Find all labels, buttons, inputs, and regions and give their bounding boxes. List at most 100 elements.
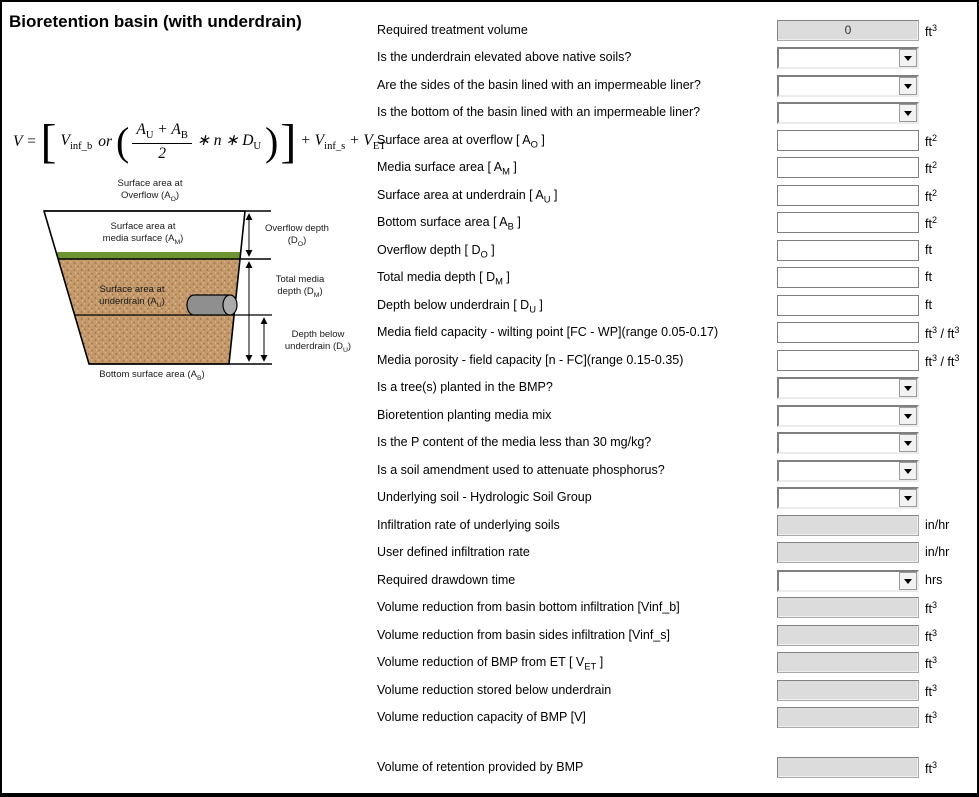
unit-label: ft2 (925, 188, 937, 205)
input-media-porosity[interactable] (777, 350, 919, 371)
readonly-field-vol-reduction-sides-infiltration (777, 625, 919, 646)
readonly-field-vol-retention-provided (777, 757, 919, 778)
chevron-down-icon[interactable] (899, 462, 917, 480)
soil-media-region (58, 259, 240, 364)
input-media-surface-area[interactable] (777, 157, 919, 178)
form-row: Are the sides of the basin lined with an… (2, 75, 977, 99)
field-label-total-media-depth: Total media depth [ DM ] (377, 270, 510, 287)
page-title: Bioretention basin (with underdrain) (9, 12, 302, 31)
formula-fraction-denominator: 2 (158, 144, 166, 162)
dropdown-planting-media-mix[interactable] (777, 405, 919, 427)
unit-label: ft3 (925, 710, 937, 727)
chevron-down-icon[interactable] (899, 489, 917, 507)
field-label-surface-area-overflow: Surface area at overflow [ AO ] (377, 133, 545, 150)
readonly-field-vol-reduction-capacity (777, 707, 919, 728)
unit-label: ft (925, 298, 932, 312)
formula-fraction-numerator: AU + AB (132, 121, 192, 144)
form-row: Volume reduction from basin bottom infil… (2, 597, 977, 621)
form-row: Volume reduction stored below underdrain… (2, 680, 977, 704)
form-row: Volume reduction of BMP from ET [ VET ]f… (2, 652, 977, 676)
readonly-value: 0 (844, 23, 852, 37)
field-label-required-drawdown-time: Required drawdown time (377, 573, 516, 587)
dropdown-sides-lined[interactable] (777, 75, 919, 97)
chevron-down-glyph (904, 440, 912, 446)
chevron-down-icon[interactable] (899, 49, 917, 67)
input-surface-area-underdrain[interactable] (777, 185, 919, 206)
unit-label: ft (925, 243, 932, 257)
form-row: Volume reduction from basin sides infilt… (2, 625, 977, 649)
chevron-down-glyph (904, 385, 912, 391)
input-media-field-capacity[interactable] (777, 322, 919, 343)
form-row: Surface area at underdrain [ AU ]ft2 (2, 185, 977, 209)
dropdown-value (779, 104, 899, 122)
chevron-down-icon[interactable] (899, 572, 917, 590)
form-row: Underlying soil - Hydrologic Soil Group (2, 487, 977, 511)
field-label-hydrologic-soil-group: Underlying soil - Hydrologic Soil Group (377, 490, 592, 504)
chevron-down-glyph (904, 413, 912, 419)
dropdown-bottom-lined[interactable] (777, 102, 919, 124)
field-label-sides-lined: Are the sides of the basin lined with an… (377, 78, 701, 92)
dropdown-hydrologic-soil-group[interactable] (777, 487, 919, 509)
field-label-vol-reduction-capacity: Volume reduction capacity of BMP [V] (377, 710, 586, 724)
chevron-down-icon[interactable] (899, 104, 917, 122)
chevron-down-icon[interactable] (899, 379, 917, 397)
input-overflow-depth[interactable] (777, 240, 919, 261)
basin-diagram-svg (42, 210, 272, 365)
field-label-bottom-surface-area: Bottom surface area [ AB ] (377, 215, 521, 232)
form-row: Media porosity - field capacity [n - FC]… (2, 350, 977, 374)
readonly-field-infiltration-rate-underlying (777, 515, 919, 536)
form-row: Is a tree(s) planted in the BMP? (2, 377, 977, 401)
unit-label: ft3 (925, 628, 937, 645)
dropdown-value (779, 379, 899, 397)
field-label-vol-retention-provided: Volume of retention provided by BMP (377, 760, 584, 774)
form-row: Surface area at overflow [ AO ]ft2 (2, 130, 977, 154)
readonly-field-required-treatment-volume: 0 (777, 20, 919, 41)
field-label-p-content: Is the P content of the media less than … (377, 435, 652, 449)
dropdown-required-drawdown-time[interactable] (777, 570, 919, 592)
readonly-field-vol-reduction-et (777, 652, 919, 673)
form-row: Media field capacity - wilting point [FC… (2, 322, 977, 346)
input-total-media-depth[interactable] (777, 267, 919, 288)
form-row: Overflow depth [ DO ] ft (2, 240, 977, 264)
formula-fraction: AU + AB 2 (132, 121, 192, 162)
readonly-field-vol-reduction-bottom-infiltration (777, 597, 919, 618)
form-row: Media surface area [ AM ]ft2 (2, 157, 977, 181)
form-row: Is a soil amendment used to attenuate ph… (2, 460, 977, 484)
field-label-overflow-depth: Overflow depth [ DO ] (377, 243, 495, 260)
unit-label: ft3 (925, 655, 937, 672)
form-row: Is the underdrain elevated above native … (2, 47, 977, 71)
input-surface-area-overflow[interactable] (777, 130, 919, 151)
dropdown-p-content[interactable] (777, 432, 919, 454)
field-label-required-treatment-volume: Required treatment volume (377, 23, 528, 37)
chevron-down-glyph (904, 110, 912, 116)
unit-label: ft3 (925, 683, 937, 700)
input-depth-below-underdrain[interactable] (777, 295, 919, 316)
chevron-down-icon[interactable] (899, 407, 917, 425)
field-label-underdrain-elevated: Is the underdrain elevated above native … (377, 50, 632, 64)
field-label-infiltration-rate-underlying: Infiltration rate of underlying soils (377, 518, 560, 532)
field-label-media-surface-area: Media surface area [ AM ] (377, 160, 517, 177)
chevron-down-icon[interactable] (899, 434, 917, 452)
dropdown-value (779, 49, 899, 67)
chevron-down-icon[interactable] (899, 77, 917, 95)
dropdown-soil-amendment[interactable] (777, 460, 919, 482)
dropdown-tree-planted[interactable] (777, 377, 919, 399)
dropdown-underdrain-elevated[interactable] (777, 47, 919, 69)
form-row: Bottom surface area [ AB ]ft2 (2, 212, 977, 236)
input-bottom-surface-area[interactable] (777, 212, 919, 233)
field-label-media-porosity: Media porosity - field capacity [n - FC]… (377, 353, 684, 367)
dropdown-value (779, 434, 899, 452)
field-label-media-field-capacity: Media field capacity - wilting point [FC… (377, 325, 719, 339)
field-label-user-defined-infiltration-rate: User defined infiltration rate (377, 545, 530, 559)
unit-label: hrs (925, 573, 943, 587)
field-label-tree-planted: Is a tree(s) planted in the BMP? (377, 380, 553, 394)
form-row: Required drawdown time hrs (2, 570, 977, 594)
dropdown-value (779, 462, 899, 480)
